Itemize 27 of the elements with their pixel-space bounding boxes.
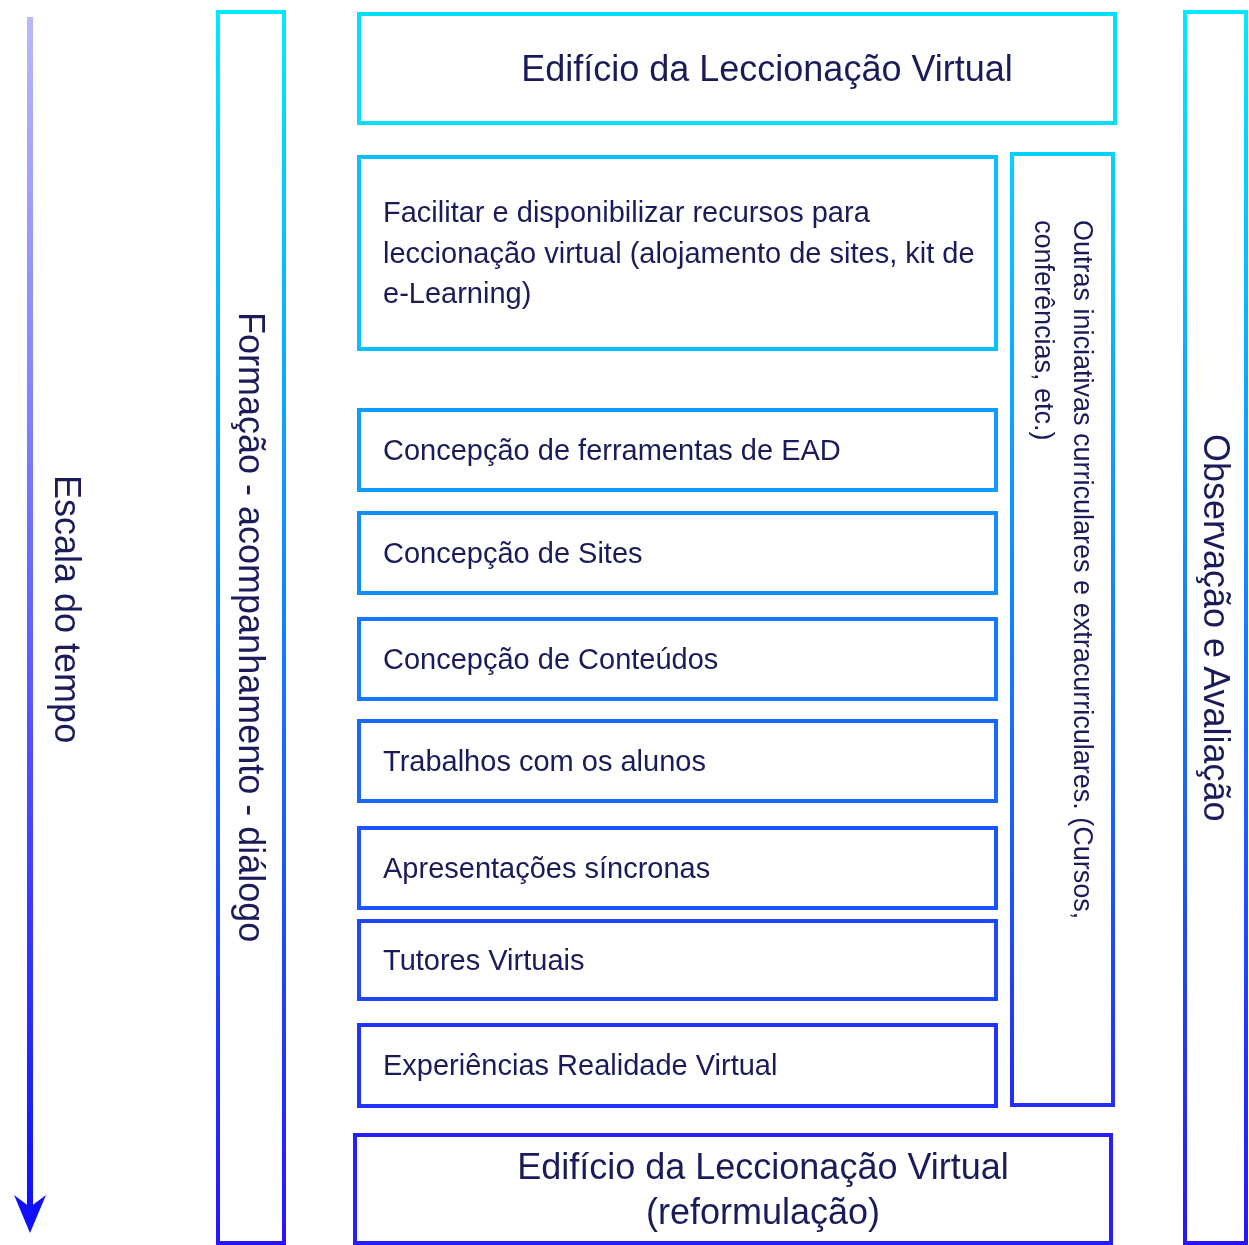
- vertical-band: [1183, 10, 1248, 1245]
- box-label: Concepção de Sites: [383, 535, 643, 571]
- band-label: Formação - acompanhamento - diálogo: [230, 312, 274, 943]
- title-box: [353, 1133, 1113, 1245]
- process-box: [357, 511, 998, 595]
- box-label: Facilitar e disponibilizar recursos para leccionação virtual (alojamento de sites, kit de e-Learning): [383, 195, 976, 312]
- axis-label: Escala do tempo: [46, 475, 90, 744]
- title-box: [357, 12, 1117, 125]
- box-label: Concepção de ferramentas de EAD: [383, 432, 841, 468]
- process-box: [357, 1023, 998, 1108]
- process-box: [357, 919, 998, 1001]
- box-label: Concepção de Conteúdos: [383, 641, 719, 677]
- box-label: Experiências Realidade Virtual: [383, 1048, 778, 1084]
- band-label: Observação e Avaliação: [1194, 433, 1238, 822]
- process-box: [357, 719, 998, 803]
- vertical-band: [216, 10, 286, 1245]
- box-label: Outras iniciativas curriculares e extracurriculares. (Cursos, conferências, etc.): [1027, 219, 1099, 921]
- box-label: Tutores Virtuais: [383, 942, 585, 978]
- title-label: Edifício da Leccionação Virtual (reformulação): [516, 1145, 1010, 1234]
- box-label: Trabalhos com os alunos: [383, 743, 706, 779]
- process-box: [357, 155, 998, 351]
- process-box: [357, 826, 998, 910]
- vertical-box: [1010, 152, 1115, 1107]
- title-label: Edifício da Leccionação Virtual: [520, 47, 1014, 91]
- process-box: [357, 408, 998, 492]
- process-box: [357, 617, 998, 701]
- box-label: Apresentações síncronas: [383, 850, 711, 886]
